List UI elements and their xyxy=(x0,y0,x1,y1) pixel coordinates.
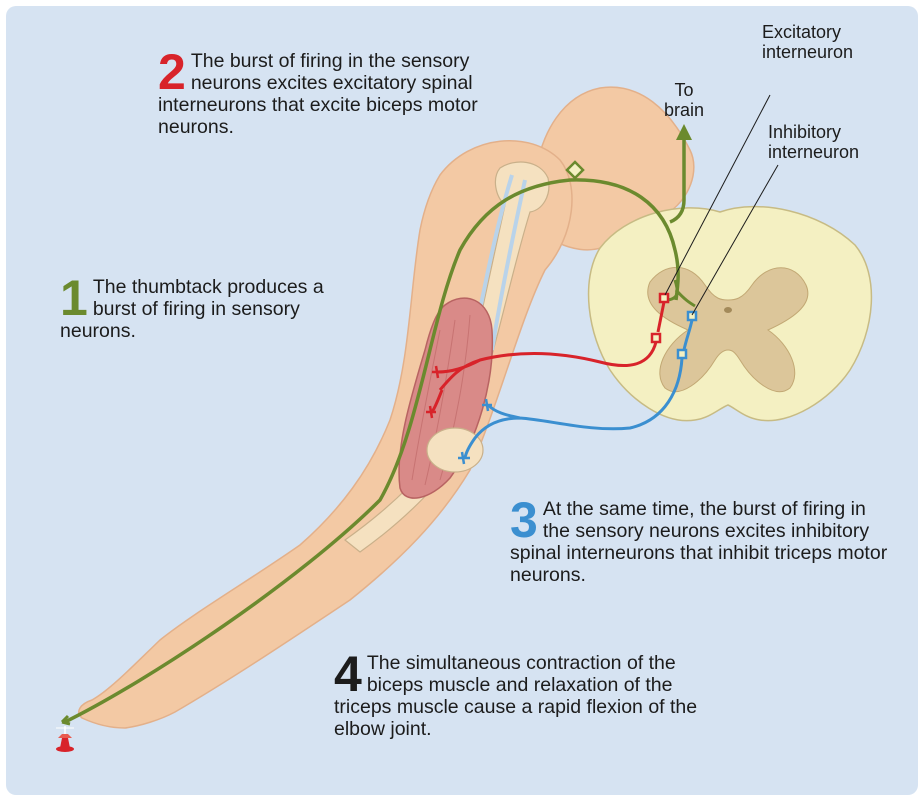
elbow-joint xyxy=(427,428,483,472)
step-2-number: 2 xyxy=(158,52,186,92)
step-1-text: The thumbtack produces a burst of firing… xyxy=(60,276,324,342)
step-4-caption: 4 The simultaneous contraction of the bi… xyxy=(334,652,704,740)
step-3-text: At the same time, the burst of firing in… xyxy=(510,498,887,586)
step-1-number: 1 xyxy=(60,278,88,318)
step-2-text: The burst of firing in the sensory neuro… xyxy=(158,50,478,138)
biceps-motor-neuron-body xyxy=(652,334,660,342)
step-4-text: The simultaneous contraction of the bice… xyxy=(334,652,697,740)
central-canal xyxy=(724,307,732,313)
step-3-number: 3 xyxy=(510,500,538,540)
step-4-number: 4 xyxy=(334,654,362,694)
inhibitory-interneuron-box xyxy=(688,312,696,320)
excitatory-interneuron-label: Excitatory interneuron xyxy=(762,22,902,62)
step-2-caption: 2 The burst of firing in the sensory neu… xyxy=(158,50,488,138)
inhibitory-interneuron-label: Inhibitory interneuron xyxy=(768,122,908,162)
excitatory-interneuron-box xyxy=(660,294,668,302)
thumbtack-icon xyxy=(56,726,74,752)
triceps-motor-neuron-body xyxy=(678,350,686,358)
to-brain-label: To brain xyxy=(654,80,714,120)
step-1-caption: 1 The thumbtack produces a burst of firi… xyxy=(60,276,370,342)
step-3-caption: 3 At the same time, the burst of firing … xyxy=(510,498,895,586)
sensory-neuron-axon xyxy=(65,180,678,722)
